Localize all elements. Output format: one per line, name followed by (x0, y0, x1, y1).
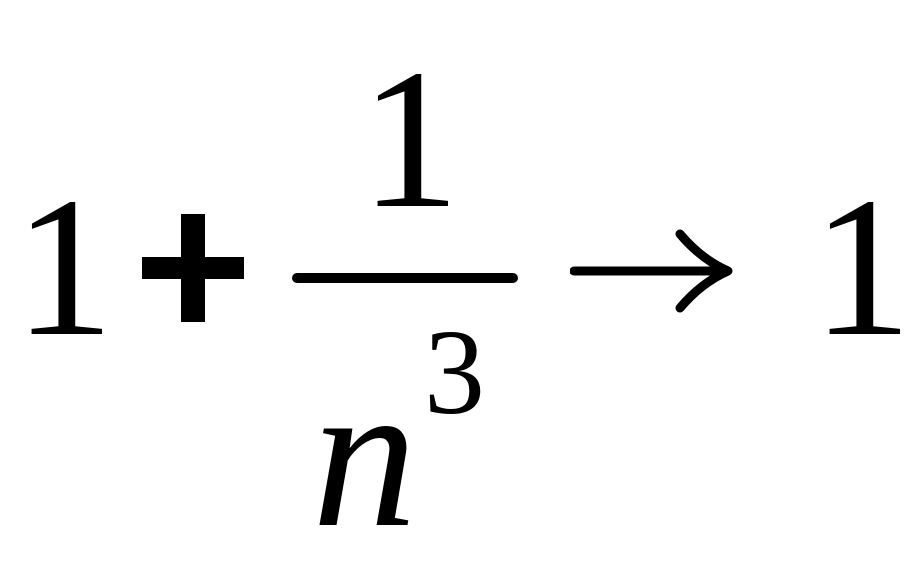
fraction-denominator-exponent: 3 (424, 305, 485, 440)
fraction-bar (292, 273, 518, 283)
fraction-denominator-base: n (312, 339, 417, 571)
limit-value: 1 (812, 157, 912, 378)
fraction-numerator: 1 (360, 29, 460, 250)
left-term: 1 (14, 157, 114, 378)
plus-icon (142, 214, 244, 322)
math-expression: 1 1 n 3 1 (14, 29, 912, 561)
right-arrow-icon (570, 229, 733, 313)
